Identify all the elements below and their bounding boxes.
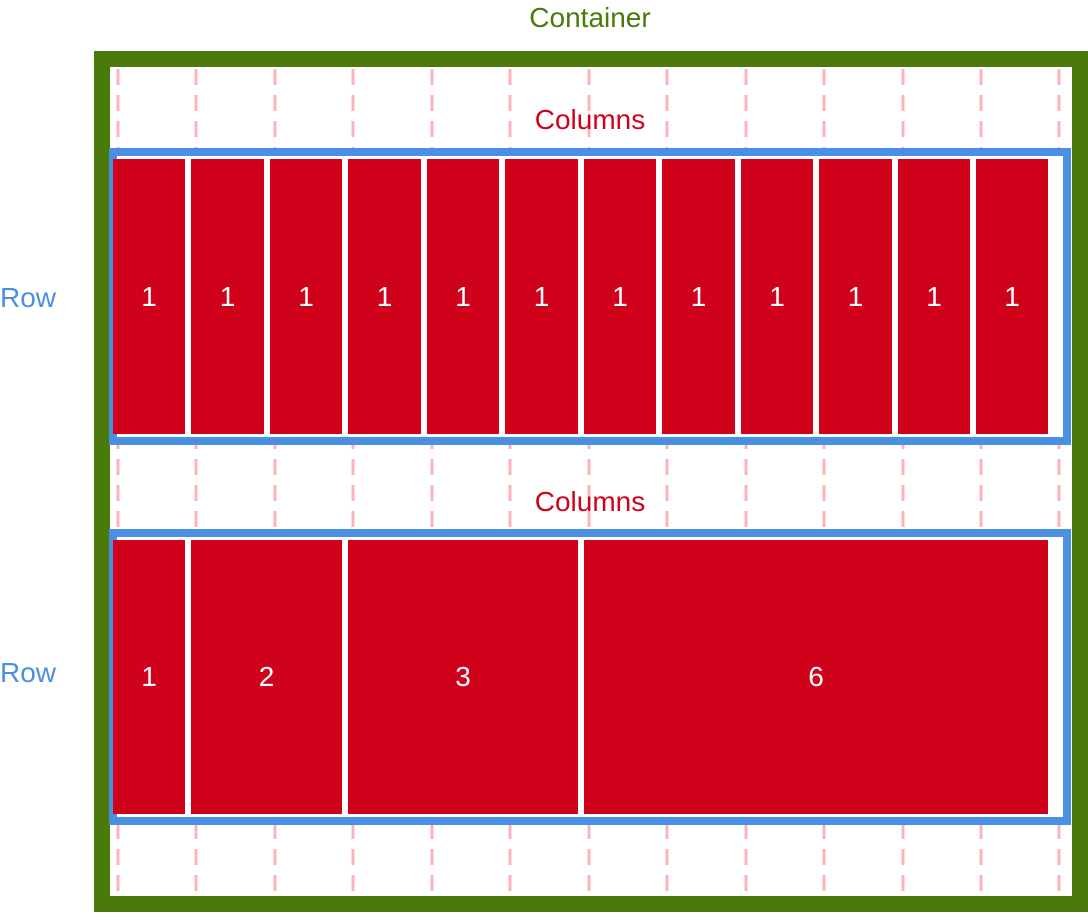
column-cell: 1 <box>191 159 264 434</box>
column-cell: 1 <box>270 159 342 434</box>
column-cell: 1 <box>976 159 1048 434</box>
column-cell: 1 <box>348 159 421 434</box>
column-cell: 1 <box>113 159 185 434</box>
column-span-label: 1 <box>141 280 157 312</box>
column-span-label: 1 <box>376 280 393 312</box>
column-cell: 3 <box>348 540 578 814</box>
row-label-1: Row <box>0 282 57 313</box>
column-cell: 1 <box>505 159 578 434</box>
column-cell: 1 <box>584 159 656 434</box>
column-span-label: 3 <box>455 661 471 692</box>
column-span-label: 1 <box>219 280 236 312</box>
column-span-label: 1 <box>141 661 157 692</box>
row-box-1: 1 1 1 1 1 1 1 1 1 1 1 1 <box>109 148 1071 445</box>
column-span-label: 1 <box>926 280 942 312</box>
columns-label-1: Columns <box>534 104 646 135</box>
column-cell: 1 <box>662 159 735 434</box>
column-cell: 6 <box>584 540 1048 814</box>
column-span-label: 1 <box>1004 280 1020 312</box>
column-span-label: 1 <box>533 280 550 312</box>
column-span-label: 1 <box>847 280 864 312</box>
column-cell: 1 <box>898 159 970 434</box>
column-cell: 1 <box>427 159 499 434</box>
column-span-label: 1 <box>612 280 628 312</box>
row-box-2: 1 2 3 6 <box>109 529 1071 825</box>
column-cell: 1 <box>741 159 813 434</box>
column-span-label: 6 <box>808 661 824 692</box>
column-cell: 1 <box>113 540 185 814</box>
column-span-label: 1 <box>769 280 785 312</box>
column-span-label: 1 <box>455 280 471 312</box>
column-span-label: 2 <box>258 661 275 692</box>
columns-label-2: Columns <box>534 486 646 517</box>
row-label-2: Row <box>0 657 57 688</box>
column-span-label: 1 <box>298 280 314 312</box>
column-span-label: 1 <box>690 280 707 312</box>
column-cell: 2 <box>191 540 342 814</box>
column-cell: 1 <box>819 159 892 434</box>
container-title: Container <box>529 2 651 33</box>
